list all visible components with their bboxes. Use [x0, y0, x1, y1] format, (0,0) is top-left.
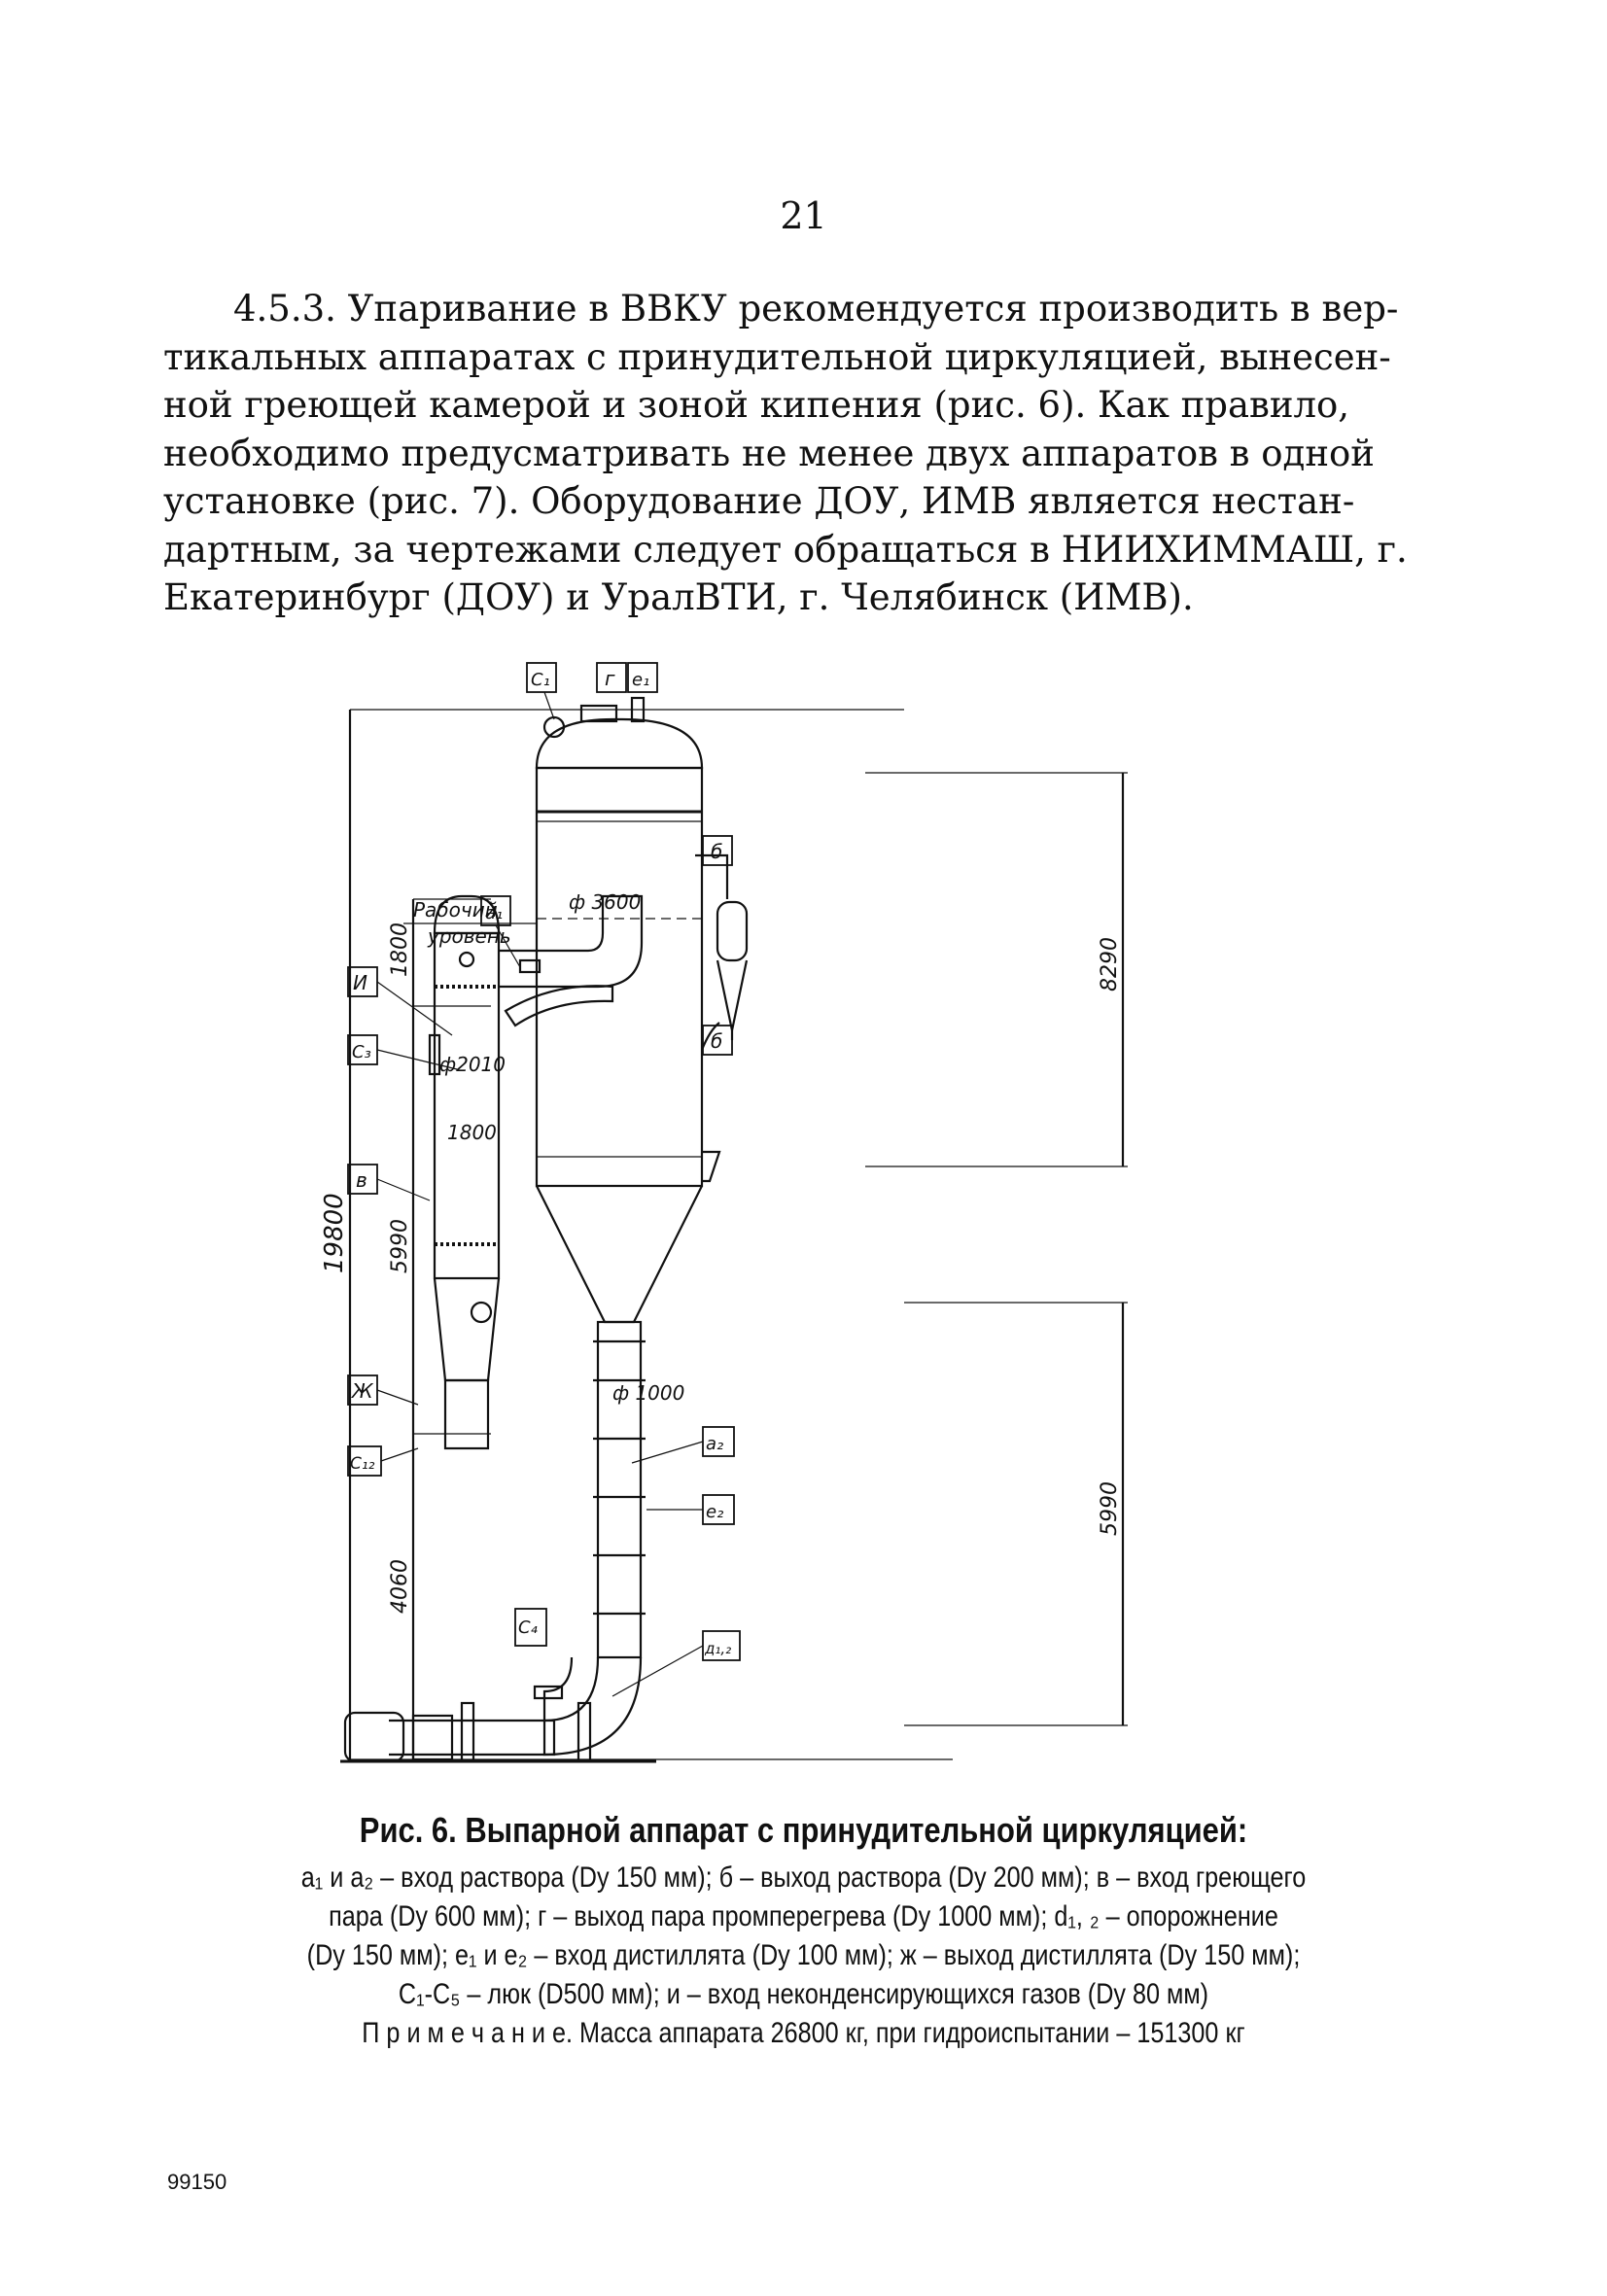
dim-bottom-section: 4060: [388, 1559, 412, 1614]
svg-text:в: в: [356, 1168, 367, 1192]
label-g: г: [596, 662, 627, 693]
caption-line: пара (Dу 600 мм); г – выход пара промпер…: [329, 1900, 1278, 1932]
figure-caption: Рис. 6. Выпарной аппарат с принудительно…: [0, 1810, 1607, 2053]
paragraph-line: ной греющей камерой и зоной кипения (рис…: [163, 384, 1350, 426]
caption-title: Рис. 6. Выпарной аппарат с принудительно…: [359, 1810, 1248, 1850]
svg-text:д₁,₂: д₁,₂: [704, 1640, 731, 1657]
label-c4: С₄: [514, 1608, 547, 1647]
paragraph-line: установке (рис. 7). Оборудование ДОУ, ИМ…: [163, 480, 1355, 522]
label-e1: е₁: [627, 662, 658, 693]
label-e2: е₂: [702, 1494, 735, 1525]
label-b-bottom: б: [702, 1025, 733, 1056]
dim-lower-pipe-height: 5990: [1098, 1481, 1122, 1536]
dim-separator-height: 8290: [1098, 937, 1122, 991]
separator-diameter: ф 3600: [569, 890, 641, 914]
body-paragraph: 4.5.3. Упаривание в ВВКУ рекомендуется п…: [163, 285, 1427, 622]
chamber-inner-size: 1800: [447, 1121, 497, 1144]
chamber-diameter: ф2010: [439, 1053, 506, 1076]
svg-text:С₄: С₄: [518, 1618, 539, 1638]
svg-text:б: б: [711, 840, 722, 863]
pipe-diameter: ф 1000: [612, 1381, 684, 1405]
label-a2: а₂: [702, 1426, 735, 1457]
svg-text:И: И: [353, 971, 367, 994]
svg-text:С₁₂: С₁₂: [350, 1454, 375, 1474]
paragraph-line: необходимо предусматривать не менее двух…: [163, 432, 1375, 474]
dim-top-section: 1800: [388, 922, 412, 977]
label-c1: С₁: [526, 662, 557, 693]
page-number: 21: [780, 194, 827, 237]
working-level-label: Рабочий уровень: [413, 898, 511, 948]
svg-text:б: б: [711, 1029, 722, 1053]
label-d12: д₁,₂: [702, 1630, 741, 1661]
paragraph-line: дартным, за чертежами следует обращаться…: [163, 528, 1408, 571]
paragraph-line: 4.5.3. Упаривание в ВВКУ рекомендуется п…: [233, 288, 1399, 330]
label-zh: Ж: [347, 1374, 378, 1406]
svg-text:уровень: уровень: [427, 924, 511, 948]
svg-text:а₂: а₂: [706, 1434, 723, 1454]
caption-line: а₁ и а₂ – вход раствора (Dу 150 мм); б –…: [300, 1861, 1307, 1894]
svg-text:Ж: Ж: [350, 1379, 374, 1403]
svg-text:а₁: а₁: [485, 903, 503, 923]
dim-middle-section: 5990: [388, 1219, 412, 1273]
svg-text:е₁: е₁: [632, 670, 649, 690]
label-c12: С₁₂: [347, 1445, 382, 1477]
label-c3: С₃: [347, 1034, 378, 1065]
label-i: И: [347, 966, 378, 997]
svg-text:С₁: С₁: [531, 670, 550, 690]
dim-total-height: 19800: [321, 1193, 349, 1273]
caption-line: С₁-С₅ – люк (D500 мм); и – вход неконден…: [398, 1978, 1209, 2010]
caption-note: П р и м е ч а н и е. Масса аппарата 2680…: [362, 2017, 1245, 2049]
label-b-top: б: [702, 835, 733, 866]
footer-code: 99150: [167, 2170, 227, 2194]
evaporator-drawing: 19800 1800 5990 4060 8290 5990 ф 3600 ф2…: [320, 642, 1147, 1789]
svg-text:Рабочий: Рабочий: [413, 898, 498, 922]
label-v: в: [347, 1164, 378, 1195]
caption-line: (Dу 150 мм); е₁ и е₂ – вход дистиллята (…: [306, 1939, 1301, 1971]
svg-text:е₂: е₂: [706, 1502, 723, 1522]
paragraph-line: тикальных аппаратах с принудительной цир…: [163, 335, 1391, 378]
svg-text:г: г: [605, 667, 615, 690]
svg-text:С₃: С₃: [352, 1042, 371, 1062]
paragraph-line: Екатеринбург (ДОУ) и УралВТИ, г. Челябин…: [163, 576, 1194, 618]
